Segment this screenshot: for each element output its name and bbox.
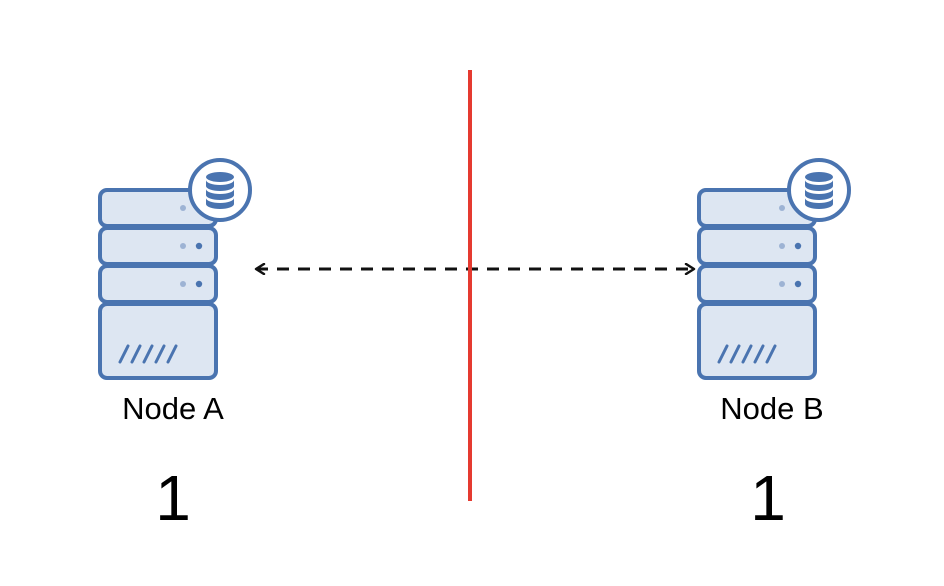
node-b-count: 1	[750, 462, 786, 534]
server-database-icon	[697, 158, 851, 380]
node-a: Node A 1	[98, 158, 252, 534]
node-a-count: 1	[155, 462, 191, 534]
node-b-label: Node B	[720, 391, 823, 426]
server-database-icon	[98, 158, 252, 380]
node-a-label: Node A	[122, 391, 224, 426]
node-b: Node B 1	[697, 158, 851, 534]
